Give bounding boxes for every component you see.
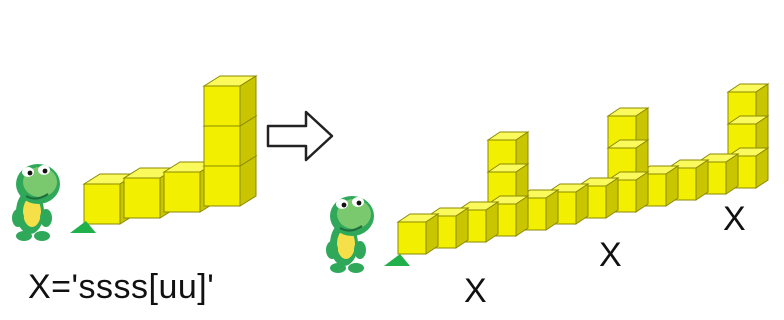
start-marker-left — [70, 221, 96, 233]
cube-face — [83, 183, 121, 225]
turtle-icon — [12, 164, 60, 241]
cube-face — [397, 221, 427, 255]
x-label: X — [723, 200, 746, 238]
start-marker-right — [384, 254, 410, 266]
cube-face — [203, 165, 241, 207]
cube-face — [163, 171, 201, 213]
left-block-structure — [82, 75, 258, 225]
cube-face — [203, 85, 241, 127]
right-block-structure — [396, 83, 770, 255]
x-label: X — [599, 236, 622, 274]
cube-face — [123, 177, 161, 219]
x-label: X — [464, 272, 487, 310]
hollow-right-arrow-icon — [266, 110, 334, 162]
turtle-icon — [326, 196, 374, 273]
cube-face — [203, 125, 241, 167]
program-formula: X='ssss[uu]' — [28, 268, 215, 306]
